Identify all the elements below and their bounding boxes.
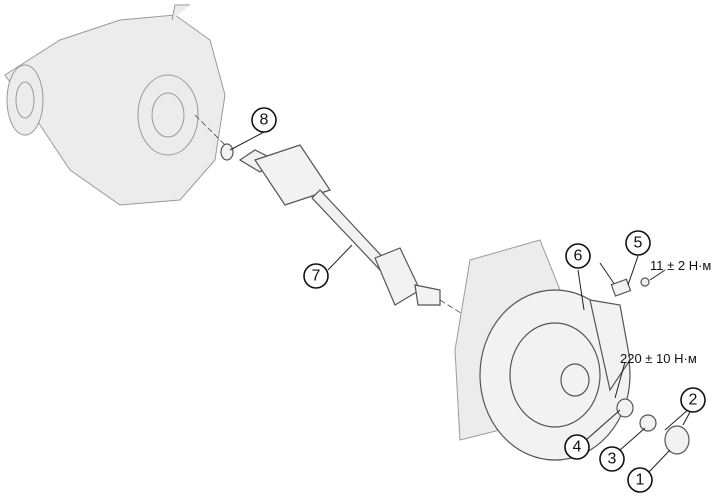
svg-text:8: 8 xyxy=(260,112,269,129)
knuckle-and-brake-disc xyxy=(454,239,631,461)
cotter-pin xyxy=(664,407,691,431)
lock-cap xyxy=(639,414,657,432)
svg-text:4: 4 xyxy=(573,439,582,456)
torque-hub-nut: 220 ± 10 Н·м xyxy=(620,351,697,366)
hub-nut xyxy=(616,398,634,418)
wheel-speed-sensor xyxy=(599,262,650,297)
svg-text:2: 2 xyxy=(689,392,698,409)
callout-3: 3 xyxy=(599,446,625,472)
svg-text:3: 3 xyxy=(608,451,617,468)
differential-housing xyxy=(4,4,226,206)
drive-shaft xyxy=(238,144,441,306)
svg-text:7: 7 xyxy=(312,268,321,285)
svg-text:1: 1 xyxy=(636,472,645,489)
callout-4: 4 xyxy=(564,434,590,460)
svg-text:5: 5 xyxy=(634,235,643,252)
grease-cap xyxy=(664,425,690,455)
callout-8: 8 xyxy=(251,107,277,133)
callout-5: 5 xyxy=(625,230,651,256)
torque-sensor-bolt: 11 ± 2 Н·м xyxy=(650,258,711,273)
callout-2: 2 xyxy=(680,387,706,413)
svg-text:6: 6 xyxy=(574,248,583,265)
snap-ring xyxy=(220,143,234,161)
callout-6: 6 xyxy=(565,243,591,269)
callout-1: 1 xyxy=(627,467,653,493)
callout-7: 7 xyxy=(303,263,329,289)
